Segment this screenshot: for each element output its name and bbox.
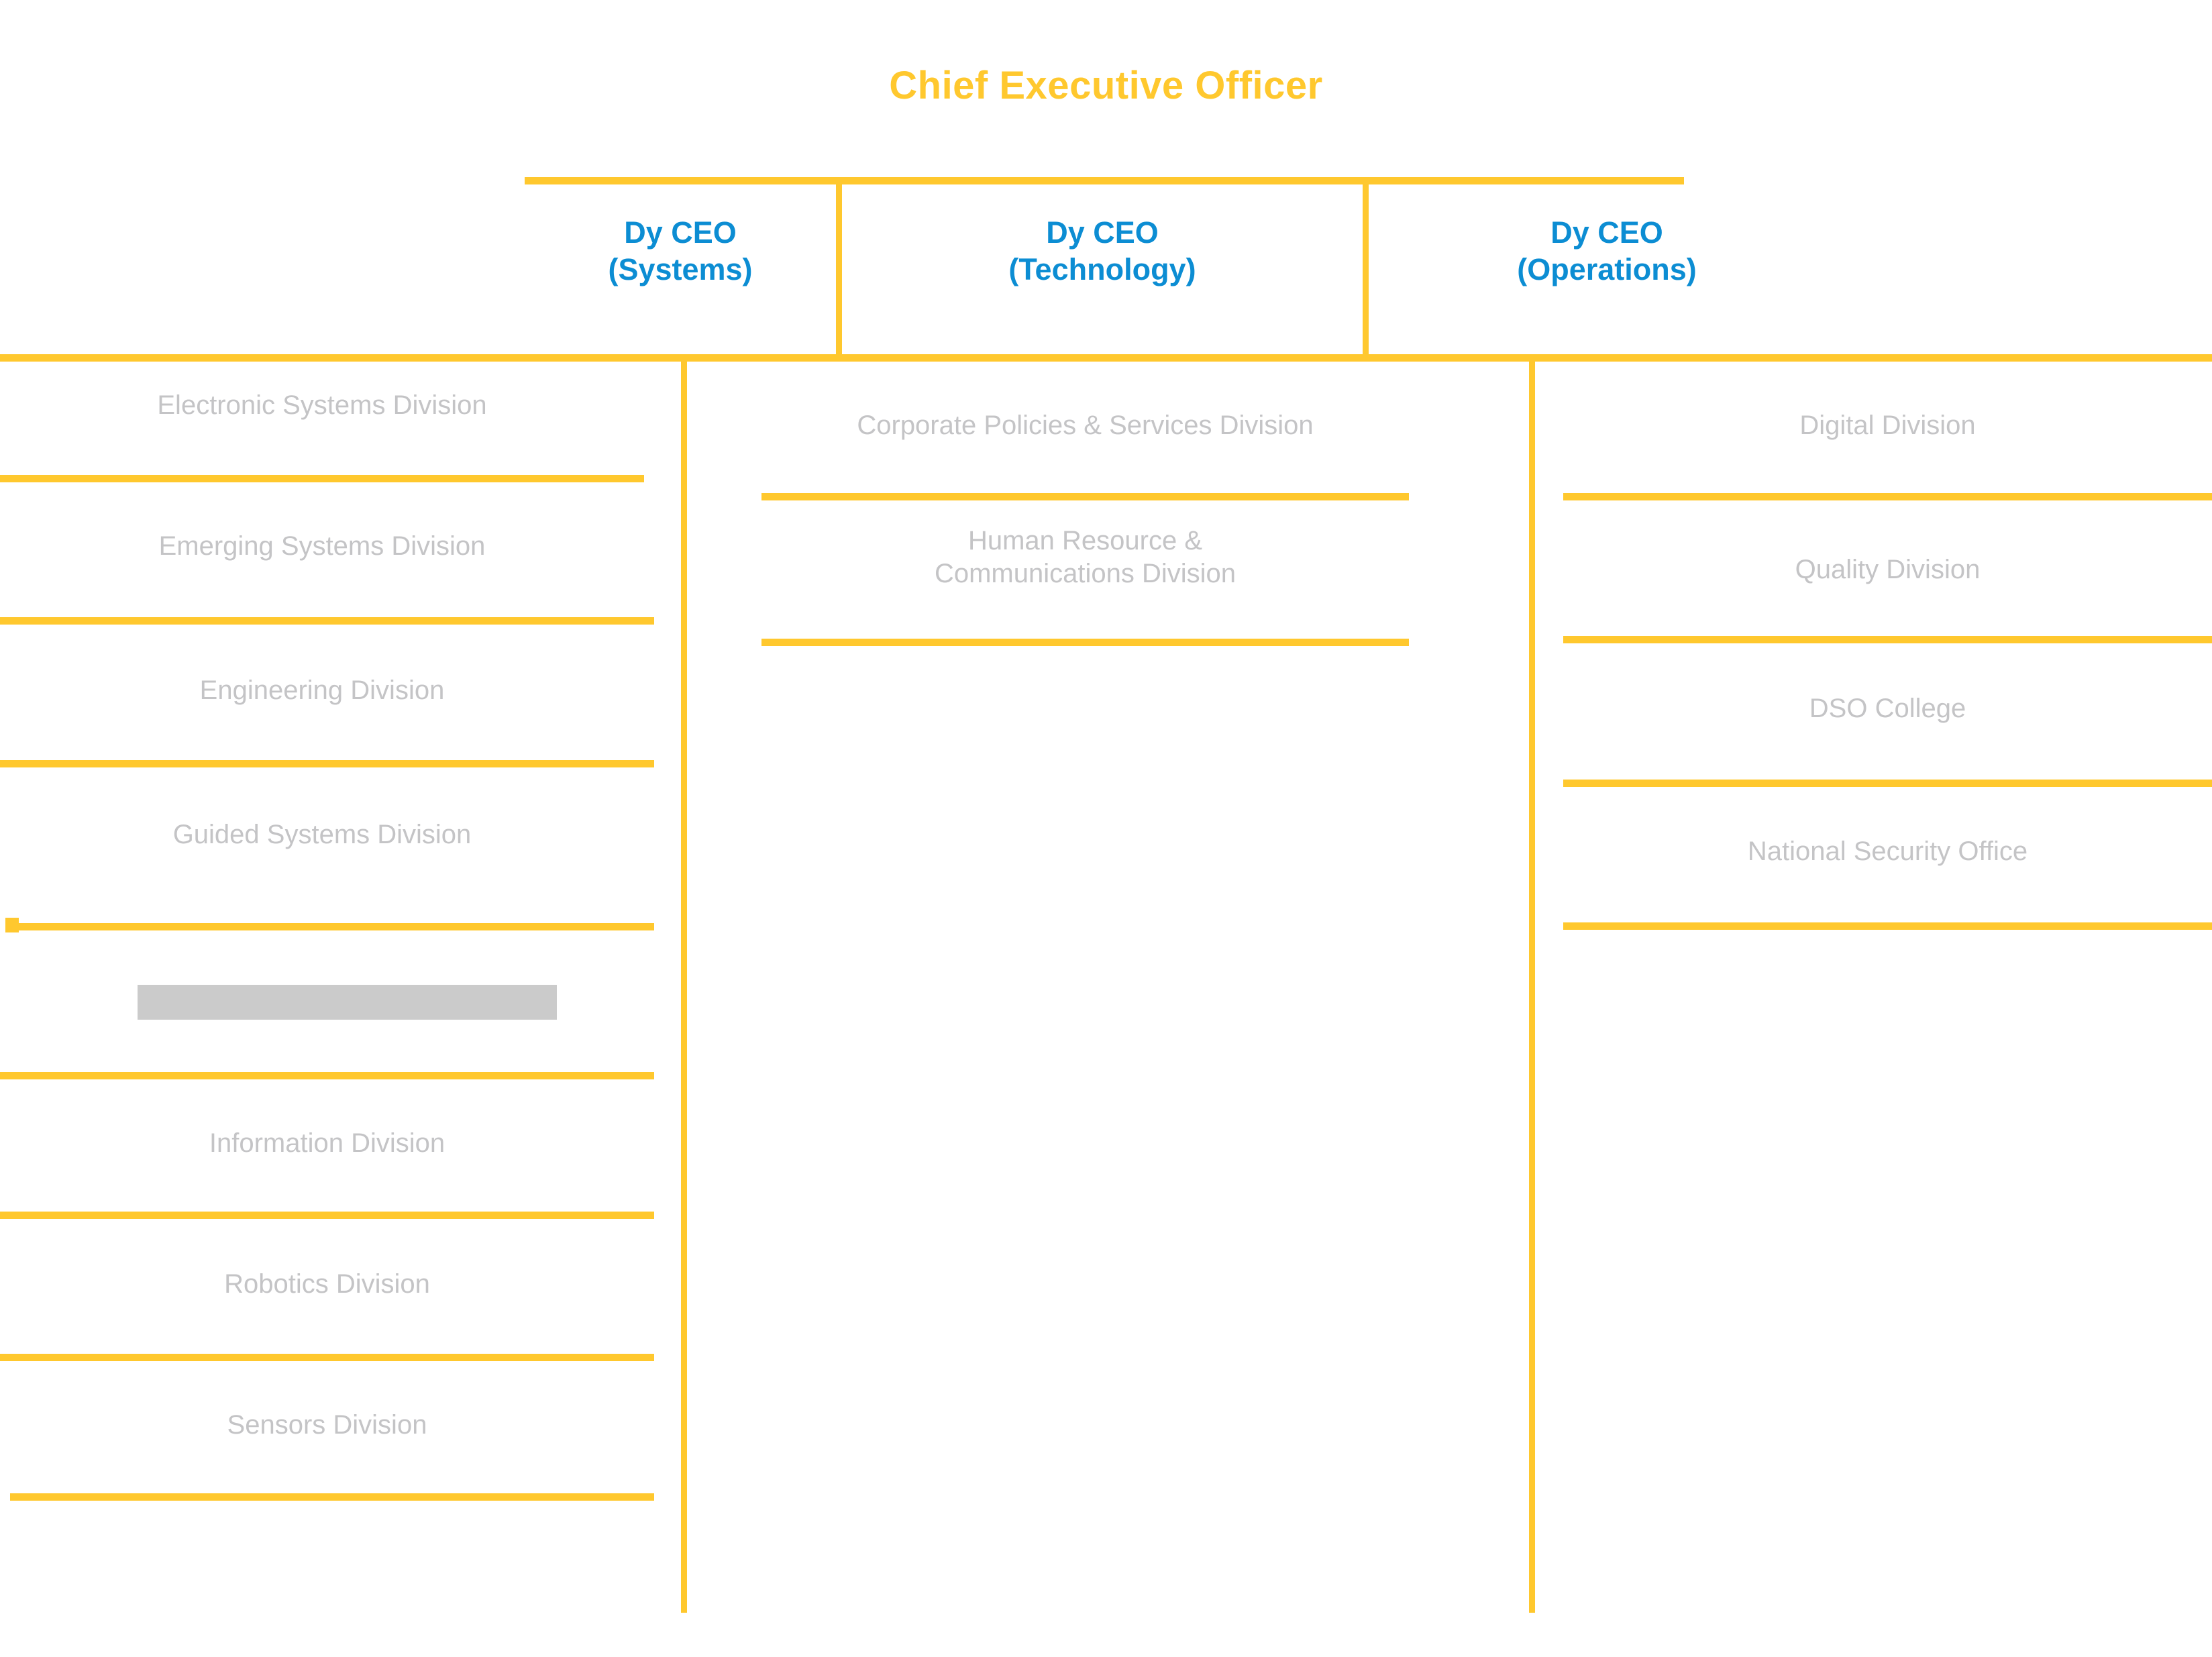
division-line2: Communications Division [934, 558, 1236, 588]
division-rule [1563, 636, 2212, 643]
division-label: Information Division [0, 1127, 654, 1160]
division-rule [10, 1493, 654, 1501]
division-label: Human Resource & Communications Division [761, 525, 1409, 590]
division-line1: Human Resource & [967, 526, 1203, 555]
division-line1: Engineering Division [199, 676, 445, 705]
division-rule [1563, 780, 2212, 787]
division-rule [0, 1212, 654, 1219]
division-rule [1563, 922, 2212, 930]
division-line1: Emerging Systems Division [158, 531, 486, 561]
division-label: Corporate Policies & Services Division [761, 409, 1409, 442]
division-rule [0, 1354, 654, 1361]
division-line1: Digital Division [1799, 411, 1976, 440]
dyceo-technology-line2: (Technology) [1008, 252, 1196, 286]
division-rule-tick [5, 918, 19, 932]
division-rule [1563, 493, 2212, 500]
division-line1: Quality Division [1795, 555, 1981, 584]
division-line1: Information Division [209, 1128, 445, 1158]
page-title: Chief Executive Officer [889, 64, 1323, 107]
division-line1: Guided Systems Division [172, 820, 472, 849]
dyceo-operations-line1: Dy CEO [1550, 215, 1663, 250]
division-label: National Security Office [1563, 835, 2212, 868]
ceo-connector-rule [525, 177, 1684, 184]
column-separator-technology-operations [1529, 360, 1535, 1613]
division-label: Robotics Division [0, 1268, 654, 1301]
division-label: Emerging Systems Division [0, 530, 644, 563]
dyceo-systems-line1: Dy CEO [624, 215, 737, 250]
column-separator-systems-technology [681, 360, 687, 1613]
division-rule [15, 923, 654, 930]
division-label: Engineering Division [0, 674, 644, 707]
division-line1: Robotics Division [224, 1269, 430, 1299]
header-divider-right [1363, 182, 1369, 360]
division-rule [0, 617, 654, 625]
division-rule [0, 475, 644, 482]
dyceo-header-operations: Dy CEO (Operations) [1369, 215, 1845, 288]
dyceo-header-systems: Dy CEO (Systems) [525, 215, 836, 288]
division-label: DSO College [1563, 692, 2212, 725]
division-rule [0, 760, 654, 767]
header-divider-left [836, 182, 842, 360]
division-label: Guided Systems Division [0, 818, 644, 851]
dyceo-header-technology: Dy CEO (Technology) [842, 215, 1363, 288]
header-band-bottom-rule [0, 354, 2212, 362]
division-label: Sensors Division [0, 1409, 654, 1442]
division-line1: National Security Office [1747, 837, 2028, 866]
division-line1: Sensors Division [227, 1410, 427, 1440]
division-line1: Corporate Policies & Services Division [857, 411, 1314, 440]
division-line1: Electronic Systems Division [157, 390, 487, 420]
division-rule [761, 639, 1409, 646]
redacted-division-block [138, 985, 557, 1020]
dyceo-technology-line1: Dy CEO [1046, 215, 1159, 250]
division-rule [761, 493, 1409, 500]
dyceo-systems-line2: (Systems) [608, 252, 753, 286]
division-line1: DSO College [1809, 694, 1966, 723]
division-rule [0, 1072, 654, 1079]
division-label: Quality Division [1563, 553, 2212, 586]
division-label: Electronic Systems Division [0, 389, 644, 422]
dyceo-operations-line2: (Operations) [1517, 252, 1697, 286]
division-label: Digital Division [1563, 409, 2212, 442]
